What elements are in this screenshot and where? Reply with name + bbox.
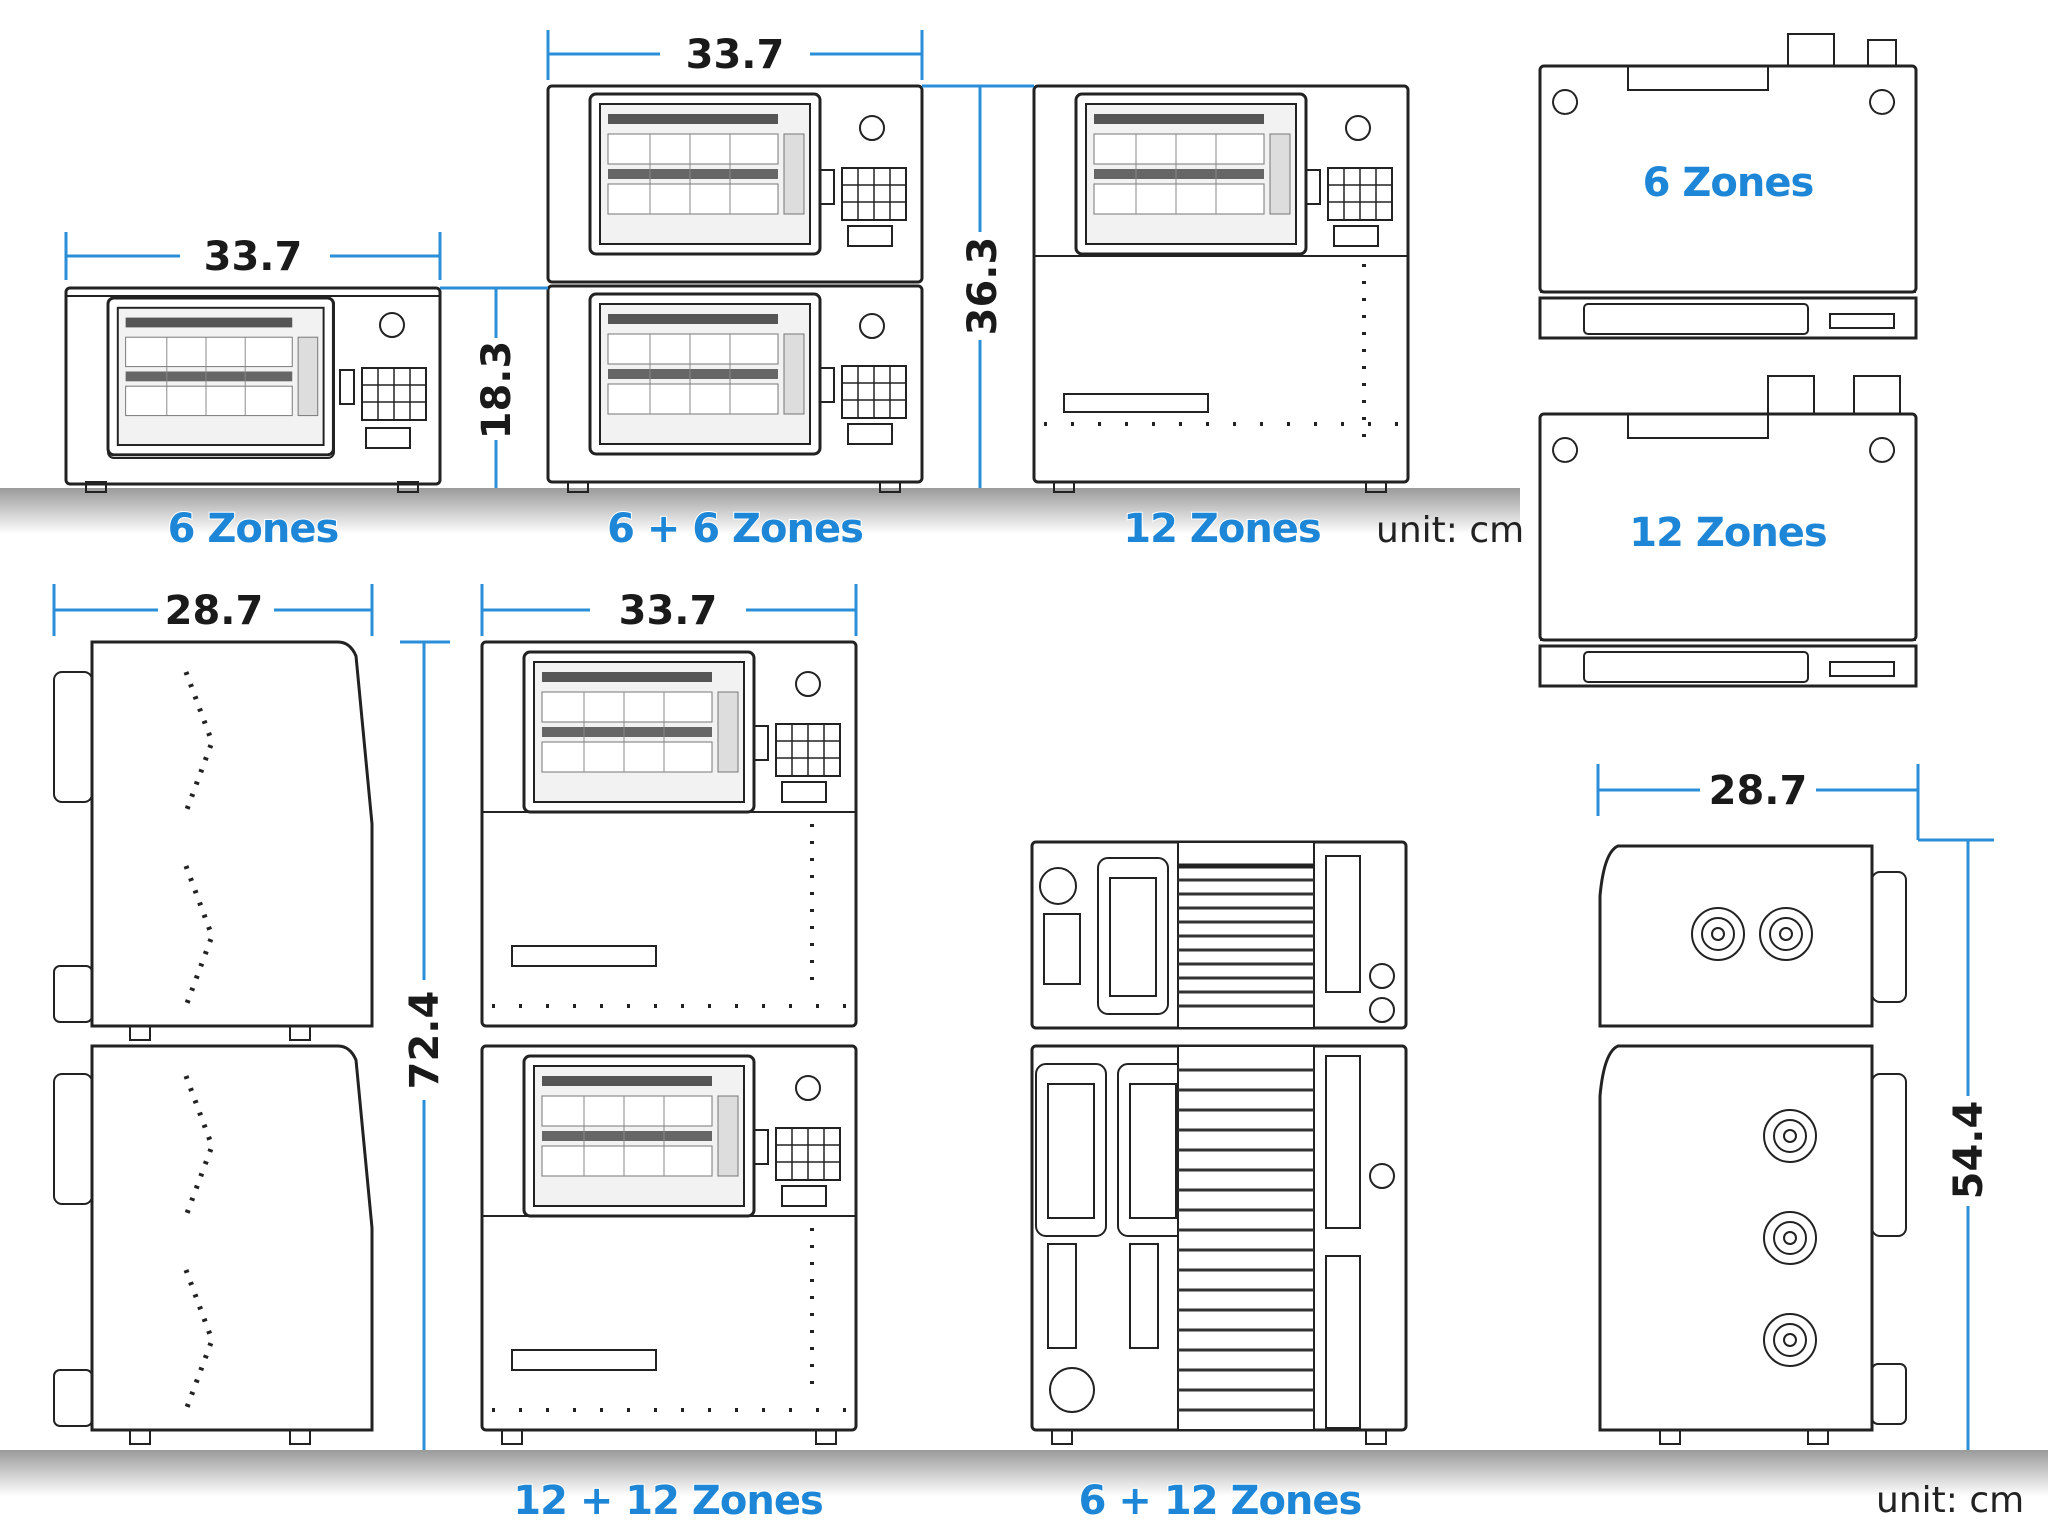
dim-top-single-height: 18.3 [474,341,520,440]
shelf-top [0,488,1520,534]
label-6-plus-6-zones: 6 + 6 Zones [607,506,863,552]
dim-bottom-stack-height: 72.4 [402,991,448,1090]
unit-note-top: unit: cm [1376,510,1524,551]
label-6-plus-12-zones: 6 + 12 Zones [1079,1478,1362,1524]
dim-bottom-front-width: 33.7 [619,588,718,634]
unit-note-bottom: unit: cm [1876,1480,2024,1521]
label-12-plus-12-zones: 12 + 12 Zones [513,1478,823,1524]
top-view-6-zones [1538,33,1918,340]
unit-6-zones-front [64,286,442,493]
label-top-view-12-zones: 12 Zones [1629,510,1827,556]
unit-6-plus-6-front [546,84,924,493]
rear-view-6-plus-12 [1030,840,1408,1445]
unit-12-zones-front [1032,84,1410,493]
label-12-zones: 12 Zones [1123,506,1321,552]
label-6-zones: 6 Zones [168,506,339,552]
top-view-12-zones [1538,375,1918,688]
side-view-stack-left [53,640,374,1445]
shelf-bottom [0,1450,2048,1496]
dim-bottom-right-height: 54.4 [1946,1101,1992,1200]
front-view-12-plus-12 [480,640,858,1445]
dimension-lines [52,30,1994,1450]
label-top-view-6-zones: 6 Zones [1643,160,1814,206]
dim-bottom-right-depth: 28.7 [1709,768,1808,814]
dim-top-stack-width: 33.7 [686,32,785,78]
dim-top-single-width: 33.7 [204,234,303,280]
side-view-stack-right [1598,844,1907,1445]
dim-bottom-side-depth: 28.7 [165,588,264,634]
dim-top-stack-height: 36.3 [960,237,1006,336]
fan-icon [1691,907,1817,1367]
